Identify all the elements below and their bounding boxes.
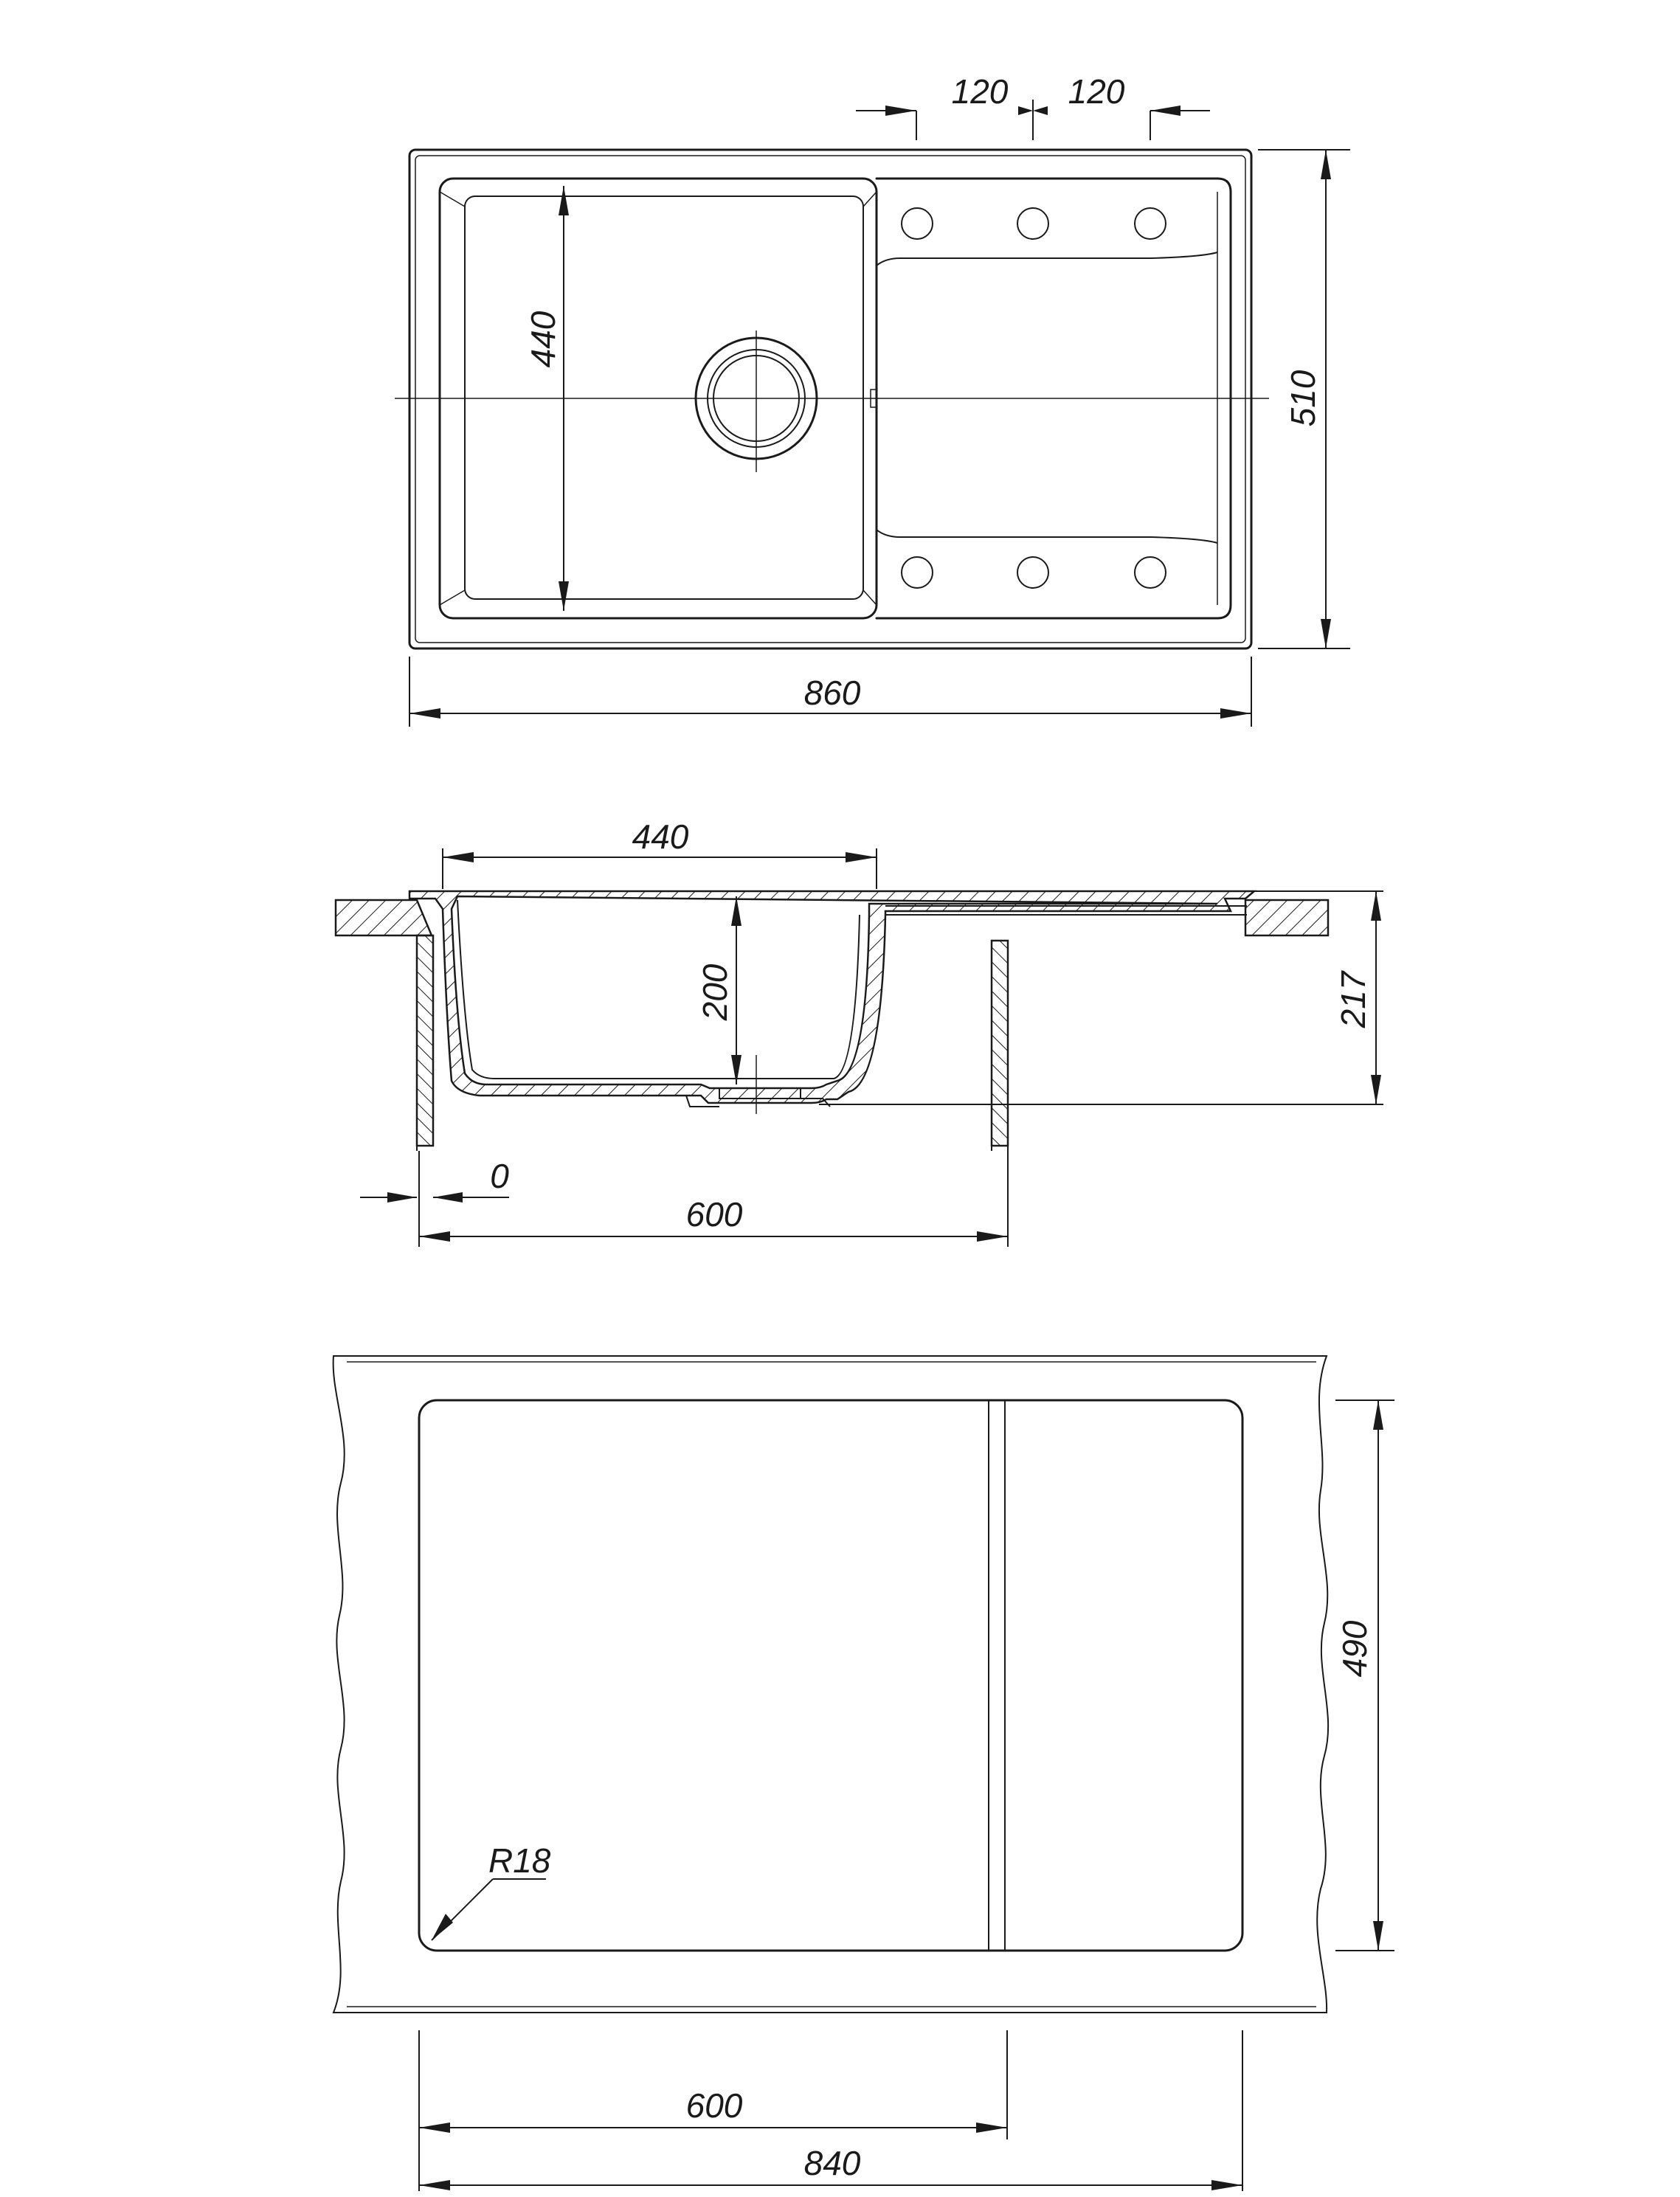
cutout-view: R18 490 600 840	[332, 1355, 1394, 2191]
dim-label-200: 200	[696, 963, 734, 1021]
sink-body-section	[408, 890, 1257, 1104]
dim-cabinet-width-cutout: 600	[418, 2030, 1243, 2191]
drain-icon	[694, 331, 818, 472]
dim-label-490: 490	[1335, 1620, 1374, 1677]
sink-outer-rim	[408, 148, 1253, 650]
tap-hole-icon	[901, 556, 933, 589]
dim-overall-length: 860	[409, 657, 1252, 727]
cutout-outline	[418, 1399, 1244, 1952]
dim-cutout-length: 840	[419, 2144, 1242, 2190]
tap-hole-icon	[1134, 207, 1166, 240]
dim-bowl-width-section: 440	[442, 817, 877, 889]
dim-label-217: 217	[1334, 970, 1372, 1028]
dim-bowl-depth: 200	[696, 896, 742, 1084]
dim-label-0: 0	[490, 1157, 509, 1195]
dim-cabinet-width-section: 600	[418, 1114, 1009, 1247]
dim-label-440-top: 440	[524, 311, 562, 367]
dim-label-120-left: 120	[952, 72, 1009, 111]
dim-offset: 0	[360, 1157, 509, 1203]
dim-label-r18: R18	[488, 1841, 551, 1880]
dim-label-860: 860	[804, 674, 861, 712]
dim-label-120-right: 120	[1068, 72, 1125, 111]
tap-holes-top	[901, 207, 1166, 240]
tap-hole-icon	[1134, 556, 1166, 589]
dim-label-440-section: 440	[632, 817, 689, 856]
cabinet-panel-left	[415, 934, 435, 1147]
dim-hole-spacing: 120 120	[856, 72, 1210, 140]
countertop-outline	[332, 1355, 1330, 2013]
dim-label-840: 840	[804, 2144, 861, 2182]
section-view: 440 200 217 0	[334, 817, 1383, 1247]
dim-overall-depth: 510	[1258, 149, 1350, 649]
dim-label-600-cutout: 600	[686, 2086, 743, 2125]
tap-holes-bottom	[901, 556, 1166, 589]
tap-hole-icon	[1017, 207, 1049, 240]
drain-fitting	[719, 1087, 801, 1099]
tap-hole-icon	[1017, 556, 1049, 589]
cabinet-panel-right	[990, 939, 1009, 1147]
dim-corner-radius: R18	[431, 1841, 551, 1941]
sink-rim-inner-line	[415, 155, 1246, 643]
dim-cutout-depth: 490	[1335, 1399, 1394, 1951]
countertop-right-section	[1244, 899, 1330, 937]
dim-label-600-section: 600	[686, 1195, 743, 1234]
dim-bowl-width-top: 440	[524, 186, 569, 611]
countertop-left-section	[334, 899, 433, 937]
dim-label-510: 510	[1284, 370, 1322, 426]
top-view: 120 120 440 510 860	[395, 72, 1350, 727]
dim-overall-height: 217	[819, 890, 1383, 1105]
tap-hole-icon	[901, 207, 933, 240]
